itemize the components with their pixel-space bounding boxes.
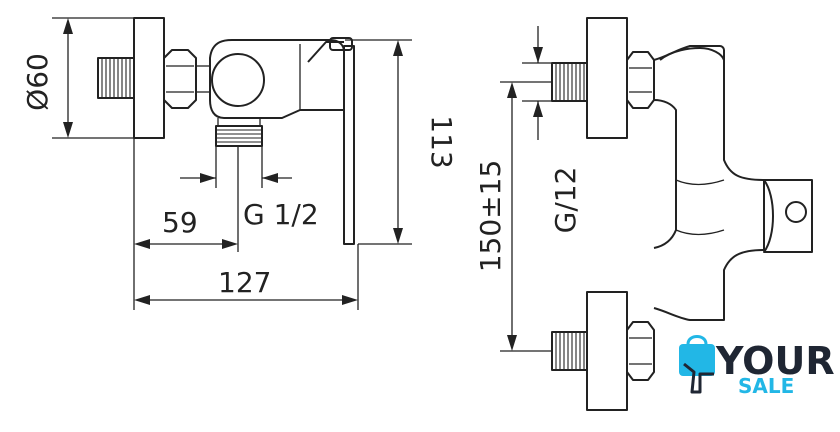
shopping-bag-hand-icon (679, 335, 715, 394)
side-view: Ø60 (21, 17, 458, 310)
yoursale-logo: YOUR SALE (679, 335, 835, 398)
dim-height-label: 113 (425, 115, 458, 168)
dim-center-distance-label: 150±15 (474, 160, 507, 273)
dim-width-59-label: 59 (162, 206, 198, 239)
logo-word-top: YOUR (715, 339, 835, 383)
front-view: G/12 150±15 (474, 17, 813, 411)
dim-diameter-label: Ø60 (21, 53, 54, 111)
dim-thread-left-label: G 1/2 (243, 198, 319, 231)
dim-width-127-label: 127 (218, 266, 271, 299)
logo-word-bottom: SALE (738, 374, 794, 398)
dim-thread-right-label: G/12 (549, 167, 582, 234)
